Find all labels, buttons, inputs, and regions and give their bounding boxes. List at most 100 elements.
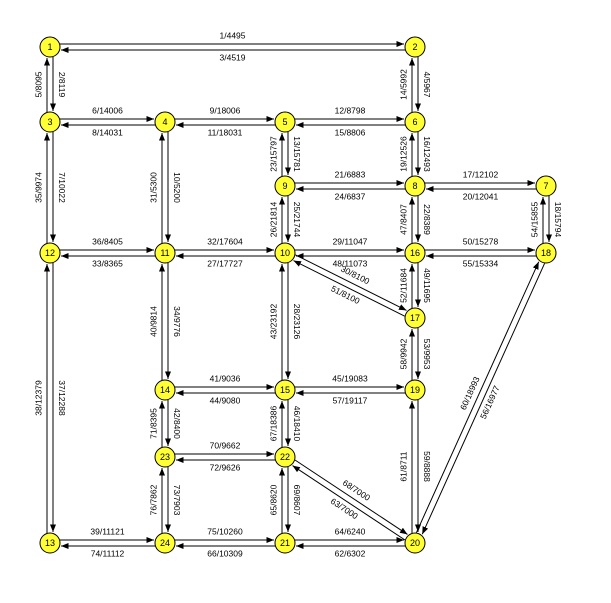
node-circle bbox=[154, 111, 176, 133]
edge-18-20 bbox=[421, 263, 546, 535]
edge-17-10 bbox=[293, 260, 405, 317]
edge-label-12-11: 36/8405 bbox=[92, 236, 123, 246]
node-circle bbox=[535, 175, 557, 197]
edge-label-4-3: 8/14031 bbox=[92, 127, 123, 137]
node-15: 15 bbox=[274, 379, 296, 401]
edge-label-22-15: 67/18386 bbox=[268, 406, 278, 442]
node-label: 20 bbox=[410, 538, 420, 548]
edge-label-14-23: 42/8400 bbox=[172, 408, 182, 439]
edge-label-6-2: 14/5992 bbox=[398, 69, 408, 100]
node-18: 18 bbox=[535, 242, 557, 264]
node-16: 16 bbox=[404, 242, 426, 264]
edge-label-1-3: 2/8119 bbox=[57, 72, 67, 98]
node-circle bbox=[274, 379, 296, 401]
edge-label-16-8: 47/8407 bbox=[398, 204, 408, 235]
node-circle bbox=[404, 111, 426, 133]
edge-label-2-6: 4/5967 bbox=[422, 72, 432, 98]
edge-20-18 bbox=[415, 261, 540, 533]
node-label: 21 bbox=[280, 538, 290, 548]
node-circle bbox=[404, 379, 426, 401]
edge-label-24-21: 75/10260 bbox=[207, 526, 243, 536]
node-label: 16 bbox=[410, 248, 420, 258]
edge-label-19-17: 58/9942 bbox=[398, 338, 408, 369]
node-label: 4 bbox=[162, 117, 167, 127]
node-label: 13 bbox=[45, 538, 55, 548]
edge-label-10-9: 26/21814 bbox=[268, 202, 278, 238]
node-12: 12 bbox=[39, 242, 61, 264]
edge-label-7-8: 20/12041 bbox=[463, 191, 499, 201]
edge-label-3-4: 6/14006 bbox=[92, 105, 123, 115]
edge-label-11-12: 33/8365 bbox=[92, 258, 123, 268]
node-circle bbox=[404, 175, 426, 197]
edge-label-20-18: 60/18993 bbox=[458, 375, 482, 412]
edge-label-8-9: 24/6837 bbox=[335, 191, 366, 201]
node-21: 21 bbox=[274, 532, 296, 554]
node-circle bbox=[154, 446, 176, 468]
edge-label-19-20: 59/8888 bbox=[422, 451, 432, 482]
node-6: 6 bbox=[404, 111, 426, 133]
node-circle bbox=[39, 111, 61, 133]
node-circle bbox=[274, 446, 296, 468]
edge-label-8-7: 17/12102 bbox=[463, 169, 499, 179]
node-circle bbox=[39, 532, 61, 554]
edge-label-4-11: 10/5200 bbox=[172, 172, 182, 203]
edge-22-20 bbox=[294, 459, 408, 535]
edge-label-17-19: 53/9953 bbox=[422, 339, 432, 370]
edge-label-16-10: 48/11073 bbox=[333, 258, 368, 268]
edge-label-22-23: 72/9626 bbox=[210, 462, 241, 472]
node-22: 22 bbox=[274, 446, 296, 468]
edge-label-16-17: 49/11695 bbox=[422, 268, 432, 303]
node-label: 23 bbox=[160, 452, 170, 462]
edge-label-5-6: 12/8798 bbox=[335, 105, 366, 115]
node-1: 1 bbox=[39, 36, 61, 58]
edge-label-9-10: 25/21744 bbox=[292, 202, 302, 238]
edge-label-14-11: 40/9814 bbox=[148, 306, 158, 337]
node-circle bbox=[274, 532, 296, 554]
edge-label-2-1: 3/4519 bbox=[220, 52, 246, 62]
edge-label-21-24: 66/10309 bbox=[207, 548, 243, 558]
edge-label-9-5: 23/15797 bbox=[268, 136, 278, 172]
node-circle bbox=[404, 242, 426, 264]
edge-label-11-14: 34/9776 bbox=[172, 306, 182, 337]
node-9: 9 bbox=[274, 175, 296, 197]
node-circle bbox=[39, 36, 61, 58]
edge-label-8-16: 22/8389 bbox=[422, 204, 432, 235]
edge-label-19-15: 57/19117 bbox=[333, 395, 368, 405]
node-circle bbox=[404, 36, 426, 58]
edge-label-14-15: 41/9036 bbox=[210, 373, 241, 383]
node-circle bbox=[274, 175, 296, 197]
edge-20-22 bbox=[292, 465, 406, 541]
edge-label-5-4: 11/18031 bbox=[208, 127, 243, 137]
node-label: 3 bbox=[47, 117, 52, 127]
edge-label-9-8: 21/6883 bbox=[335, 169, 366, 179]
node-4: 4 bbox=[154, 111, 176, 133]
node-circle bbox=[404, 307, 426, 329]
edge-label-6-8: 16/12493 bbox=[422, 136, 432, 172]
edge-label-15-19: 45/19083 bbox=[332, 373, 368, 383]
edge-label-20-21: 62/6302 bbox=[335, 548, 366, 558]
edge-label-21-20: 64/6240 bbox=[335, 526, 366, 536]
edge-label-23-22: 70/9662 bbox=[210, 440, 241, 450]
edge-label-12-13: 37/12288 bbox=[57, 380, 67, 416]
edge-label-20-19: 61/8711 bbox=[398, 451, 408, 481]
edge-label-10-16: 29/11047 bbox=[333, 236, 368, 246]
node-label: 7 bbox=[543, 181, 548, 191]
node-label: 24 bbox=[160, 538, 170, 548]
node-label: 19 bbox=[410, 385, 420, 395]
edge-label-22-21: 69/8607 bbox=[292, 485, 302, 516]
edge-label-15-14: 44/9080 bbox=[210, 395, 241, 405]
edge-label-18-7: 54/15855 bbox=[529, 202, 539, 238]
edge-label-15-10: 43/23192 bbox=[268, 304, 278, 340]
node-23: 23 bbox=[154, 446, 176, 468]
edge-label-3-12: 7/10022 bbox=[57, 172, 67, 203]
edge-label-12-3: 35/9974 bbox=[33, 172, 43, 203]
node-13: 13 bbox=[39, 532, 61, 554]
node-label: 22 bbox=[280, 452, 290, 462]
edge-label-22-20: 68/7000 bbox=[341, 478, 372, 503]
node-10: 10 bbox=[274, 242, 296, 264]
node-circle bbox=[154, 532, 176, 554]
node-label: 11 bbox=[160, 248, 169, 258]
